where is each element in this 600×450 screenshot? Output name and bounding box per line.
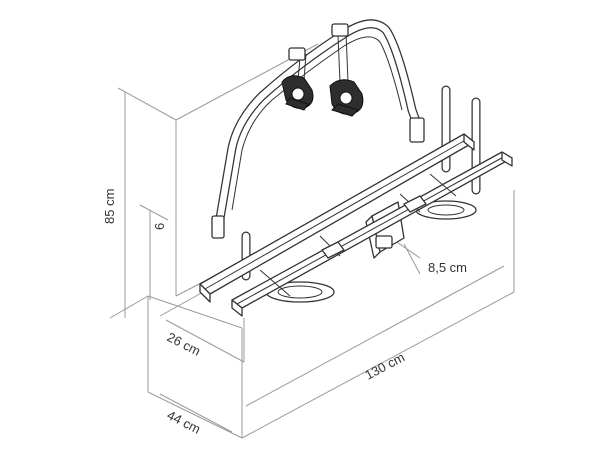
dimension-labels: 85 cm 6 8,5 cm 26 cm 130 cm 44 cm	[102, 189, 467, 437]
main-frame-arch	[213, 19, 425, 235]
wheel-clamp-left	[281, 75, 314, 111]
label-height-offset: 6	[152, 223, 167, 230]
label-depth-small: 8,5 cm	[428, 260, 467, 275]
label-depth-rail: 26 cm	[165, 329, 203, 358]
bike-rack-illustration	[199, 19, 513, 317]
dimension-lines	[109, 43, 515, 439]
main-frame-inner	[231, 36, 403, 211]
wheel-clamp-right	[329, 79, 364, 117]
label-height-total: 85 cm	[102, 189, 117, 224]
label-depth-total: 44 cm	[165, 407, 203, 436]
label-width-total: 130 cm	[362, 349, 407, 382]
